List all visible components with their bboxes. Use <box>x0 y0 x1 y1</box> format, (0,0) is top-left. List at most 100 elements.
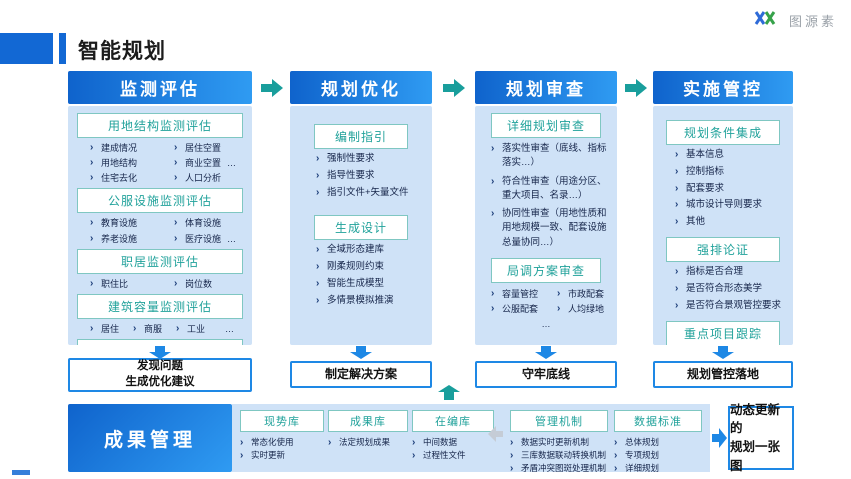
section-title: 城市体检 <box>77 338 243 345</box>
bullet-item: 落实性审查（底线、指标落实…） <box>491 141 609 171</box>
section-title: 强排论证 <box>666 237 780 263</box>
bullet-item: 三库数据联动转换机制 <box>510 448 608 464</box>
section-title: 用地结构监测评估 <box>77 113 243 138</box>
bullet-item: 详细规划 <box>614 461 702 477</box>
right-arrow-icon <box>625 79 647 97</box>
bullet-item: 指标是否合理 <box>675 265 783 279</box>
bullet-list: 强制性要求 指导性要求 指引文件+矢量文件 <box>316 152 422 200</box>
section-title: 建筑容量监测评估 <box>77 293 243 319</box>
footer-accent-mark <box>12 470 30 475</box>
bullet-item: 智能生成模型 <box>316 277 422 291</box>
bullet-item: 专项规划 <box>614 448 702 464</box>
bullet-item: 过程性文件 <box>412 448 494 464</box>
section-title: 编制指引 <box>314 124 408 149</box>
title-accent-bar <box>59 33 66 64</box>
column-header: 规划优化 <box>290 71 432 104</box>
down-arrow-icon <box>149 346 171 359</box>
left-arrow-icon <box>488 426 503 442</box>
bullet-list: 容量管控 市政配套 公服配套 人均绿地 <box>491 287 617 316</box>
library-title: 数据标准 <box>614 410 702 432</box>
result-box-optimization: 制定解决方案 <box>290 361 432 388</box>
column-body: 详细规划审查 落实性审查（底线、指标落实…） 符合性审查（用途分区、重大项目、名… <box>475 106 617 345</box>
bullet-item: 商业空置 <box>174 156 221 170</box>
column-body: 用地结构监测评估 建成情况 居住空置 用地结构 商业空置… 住宅去化 人口分析 … <box>68 106 252 345</box>
result-line: 生成优化建议 <box>125 376 195 388</box>
section-title: 详细规划审查 <box>491 113 601 138</box>
one-map-output-box: 动态更新的 规划一张图 <box>728 403 794 473</box>
bullet-item: 岗位数 <box>174 277 252 291</box>
section-title: 局调方案审查 <box>491 257 601 283</box>
right-arrow-icon <box>712 428 727 448</box>
library-results: 成果库 法定规划成果 <box>328 410 408 451</box>
bullet-item: 基本信息 <box>675 148 783 162</box>
bullet-item: 多情景模拟推演 <box>316 294 422 308</box>
bullet-item: 刚柔规则约束 <box>316 260 422 274</box>
bullet-item: 常态化使用 <box>240 435 324 451</box>
bullet-item: 容量管控 <box>491 287 557 301</box>
page-title: 智能规划 <box>78 40 166 63</box>
library-management-mechanism: 管理机制 数据实时更新机制 三库数据联动转换机制 矛盾冲突图斑处理机制 <box>510 410 608 477</box>
bullet-item: 医疗设施 <box>174 232 221 246</box>
bullet-item: 建成情况 <box>90 141 174 155</box>
bullet-item: 是否符合形态美学 <box>675 282 783 296</box>
libraries-panel: 现势库 常态化使用 实时更新 成果库 法定规划成果 在编库 中间数据 过程性文件… <box>232 404 710 477</box>
bullet-list: 职住比 岗位数 <box>90 277 252 291</box>
bullet-item: 体育设施 <box>174 216 252 230</box>
column-plan-optimization: 规划优化 编制指引 强制性要求 指导性要求 指引文件+矢量文件 生成设计 全域形… <box>290 71 432 345</box>
bullet-item: 商服 <box>133 322 162 336</box>
column-body: 规划条件集成 基本信息 控制指标 配套要求 城市设计导则要求 其他 强排论证 指… <box>653 106 793 345</box>
column-implementation-control: 实施管控 规划条件集成 基本信息 控制指标 配套要求 城市设计导则要求 其他 强… <box>653 71 793 345</box>
section-title: 职居监测评估 <box>77 248 243 274</box>
bullet-item: 指导性要求 <box>316 169 422 183</box>
result-line: 规划管控落地 <box>686 367 759 382</box>
right-arrow-icon <box>261 79 283 97</box>
bullet-item: 养老设施 <box>90 232 174 246</box>
bullet-item: 人均绿地 <box>557 302 617 316</box>
result-line: 发现问题 <box>137 360 183 373</box>
library-title: 在编库 <box>412 410 494 432</box>
column-plan-review: 规划审查 详细规划审查 落实性审查（底线、指标落实…） 符合性审查（用途分区、重… <box>475 71 617 345</box>
result-box-control: 规划管控落地 <box>653 361 793 388</box>
bullet-item: 全域形态建库 <box>316 243 422 257</box>
bullet-item: 实时更新 <box>240 448 324 464</box>
column-header: 规划审查 <box>475 71 617 104</box>
library-title: 管理机制 <box>510 410 608 432</box>
bullet-item: 市政配套 <box>557 287 617 301</box>
bullet-item: 工业 <box>176 322 205 336</box>
logo-text: 图源素 <box>788 14 837 29</box>
column-body: 编制指引 强制性要求 指导性要求 指引文件+矢量文件 生成设计 全域形态建库 刚… <box>290 106 432 345</box>
down-arrow-icon <box>350 346 372 359</box>
results-management-box: 成果管理 <box>68 404 232 472</box>
bullet-item: 居住 <box>90 322 119 336</box>
output-line: 规划一张图 <box>730 440 781 473</box>
column-header: 监测评估 <box>68 71 252 104</box>
bullet-list: 落实性审查（底线、指标落实…） 符合性审查（用途分区、重大项目、名录…） 协同性… <box>491 141 609 250</box>
column-monitoring-evaluation: 监测评估 用地结构监测评估 建成情况 居住空置 用地结构 商业空置… 住宅去化 … <box>68 71 252 345</box>
ellipsis: … <box>225 323 235 334</box>
bullet-list: 教育设施 体育设施 养老设施 医疗设施… <box>90 216 252 246</box>
section-title: 规划条件集成 <box>666 120 780 145</box>
column-header: 实施管控 <box>653 71 793 104</box>
ellipsis: … <box>227 158 237 169</box>
bullet-list: 指标是否合理 是否符合形态美学 是否符合景观管控要求 <box>675 265 783 312</box>
title-accent-rect <box>0 33 53 64</box>
library-title: 成果库 <box>328 410 408 432</box>
bullet-list: 基本信息 控制指标 配套要求 城市设计导则要求 其他 <box>675 148 783 229</box>
bullet-item: 居住空置 <box>174 141 252 155</box>
up-arrow-icon <box>438 385 460 400</box>
bullet-item: 人口分析 <box>174 171 252 185</box>
bullet-item: 用地结构 <box>90 156 174 170</box>
bullet-item: 数据实时更新机制 <box>510 435 608 451</box>
bullet-item: 职住比 <box>90 277 174 291</box>
logo: 图源素 <box>754 10 837 31</box>
bullet-item: 配套要求 <box>675 182 783 196</box>
bullet-item: 公服配套 <box>491 302 557 316</box>
bullet-item: 指引文件+矢量文件 <box>316 186 422 200</box>
logo-icon <box>754 10 784 31</box>
bullet-list: 全域形态建库 刚柔规则约束 智能生成模型 多情景模拟推演 <box>316 243 422 308</box>
library-data-standard: 数据标准 总体规划 专项规划 详细规划 <box>614 410 702 477</box>
section-title: 公服设施监测评估 <box>77 188 243 214</box>
result-line: 制定解决方案 <box>324 367 397 382</box>
library-current: 现势库 常态化使用 实时更新 <box>240 410 324 464</box>
